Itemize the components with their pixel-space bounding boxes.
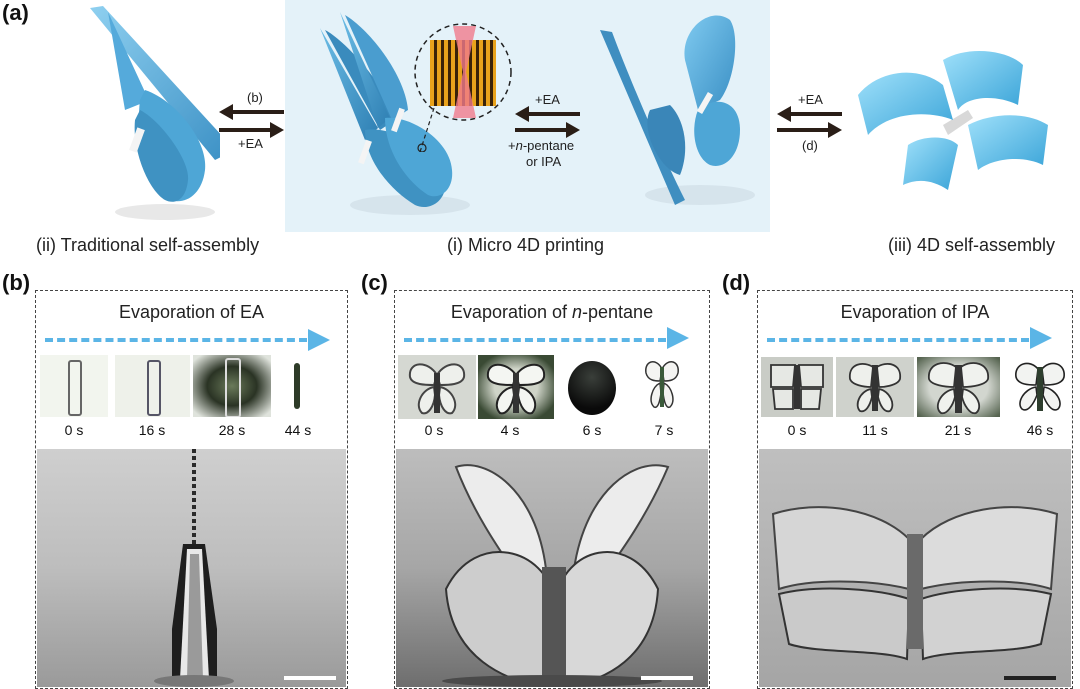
panel-d-time-2: 21 s	[944, 422, 972, 438]
arrow-label-solvent: +n-pentane	[508, 138, 575, 153]
panel-c-frame-3	[640, 355, 684, 419]
arrow-mid-left-head-icon	[515, 106, 529, 122]
panel-d-time-3: 46 s	[1026, 422, 1054, 438]
panel-c-time-1: 4 s	[500, 422, 520, 438]
caption-micro-4d-printing: (i) Micro 4D printing	[447, 235, 605, 255]
panel-b-time-3: 44 s	[284, 422, 312, 438]
panel-d-frame-2	[917, 357, 1000, 417]
panel-b-time-2: 28 s	[218, 422, 246, 438]
panel-c-time-3: 7 s	[654, 422, 674, 438]
panel-d-time-arrow-head-icon	[1030, 327, 1052, 349]
panel-b-frame-2	[193, 355, 271, 417]
panel-c-title: Evaporation of n-pentane	[450, 302, 654, 322]
panel-b-time-arrow	[45, 338, 307, 342]
arrow-left-shaft	[232, 110, 284, 114]
caption-traditional-self-assembly: (ii) Traditional self-assembly	[36, 235, 260, 255]
arrow-label-ea-left: +EA	[238, 136, 263, 151]
arrow-right-left-shaft	[790, 112, 842, 116]
panel-c-time-arrow	[404, 338, 666, 342]
arrow-right-shaft	[219, 128, 271, 132]
panel-b-time-1: 16 s	[138, 422, 166, 438]
laser-writing-inset	[414, 23, 512, 152]
arrow-label-b: (b)	[247, 90, 263, 105]
arrow-label-ea-right: +EA	[798, 92, 823, 107]
panel-b-sem-image	[37, 449, 346, 687]
panel-d-sem-image	[759, 449, 1071, 687]
arrow-right-head-icon	[270, 122, 284, 138]
panel-label-c: (c)	[361, 270, 388, 295]
traditional-assembly-illustration	[90, 6, 220, 220]
printed-butterfly-illustration	[320, 12, 470, 215]
panel-c-sem-image	[396, 449, 708, 687]
arrow-mid-right-shaft	[515, 128, 567, 132]
caption-4d-self-assembly: (iii) 4D self-assembly	[888, 235, 1056, 255]
arrow-left-head-icon	[219, 104, 233, 120]
panel-label-b: (b)	[2, 270, 31, 295]
panel-b-frame-3	[282, 355, 312, 417]
panel-c-frame-2	[566, 355, 618, 419]
panel-c-time-arrow-head-icon	[667, 327, 689, 349]
arrow-label-ea-mid: +EA	[535, 92, 560, 107]
panel-label-d: (d)	[722, 270, 751, 295]
printed-butterfly-side-illustration	[600, 15, 755, 205]
panel-d-time-arrow	[767, 338, 1029, 342]
arrow-right-right-shaft	[777, 128, 829, 132]
panel-b-time-0: 0 s	[64, 422, 84, 438]
panel-c-frame-0	[398, 355, 476, 419]
arrow-right-left-head-icon	[777, 106, 791, 122]
arrow-mid-right-head-icon	[566, 122, 580, 138]
panel-b-frame-1	[115, 355, 190, 417]
panel-b-title: Evaporation of EA	[118, 302, 265, 322]
panel-label-a: (a)	[2, 0, 29, 25]
arrow-label-d: (d)	[802, 138, 818, 153]
panel-b-time-arrow-head-icon	[308, 329, 330, 351]
panel-d-time-0: 0 s	[787, 422, 807, 438]
panel-d-frame-1	[836, 357, 914, 417]
panel-b-frame-0	[40, 355, 108, 417]
arrow-right-right-head-icon	[828, 122, 842, 138]
panel-c-frame-1	[478, 355, 554, 419]
panel-c-time-0: 0 s	[424, 422, 444, 438]
panel-d-frame-3	[1012, 357, 1068, 417]
panel-d-time-1: 11 s	[862, 422, 888, 438]
panel-d-frame-0	[761, 357, 833, 417]
panel-c-time-2: 6 s	[582, 422, 602, 438]
arrow-mid-left-shaft	[528, 112, 580, 116]
panel-c-scale-bar	[641, 676, 693, 680]
panel-b-scale-bar	[284, 676, 336, 680]
four-d-assembly-illustration	[858, 50, 1048, 190]
panel-d-title: Evaporation of IPA	[840, 302, 990, 322]
arrow-label-ipa: or IPA	[526, 154, 562, 169]
panel-d-scale-bar	[1004, 676, 1056, 680]
